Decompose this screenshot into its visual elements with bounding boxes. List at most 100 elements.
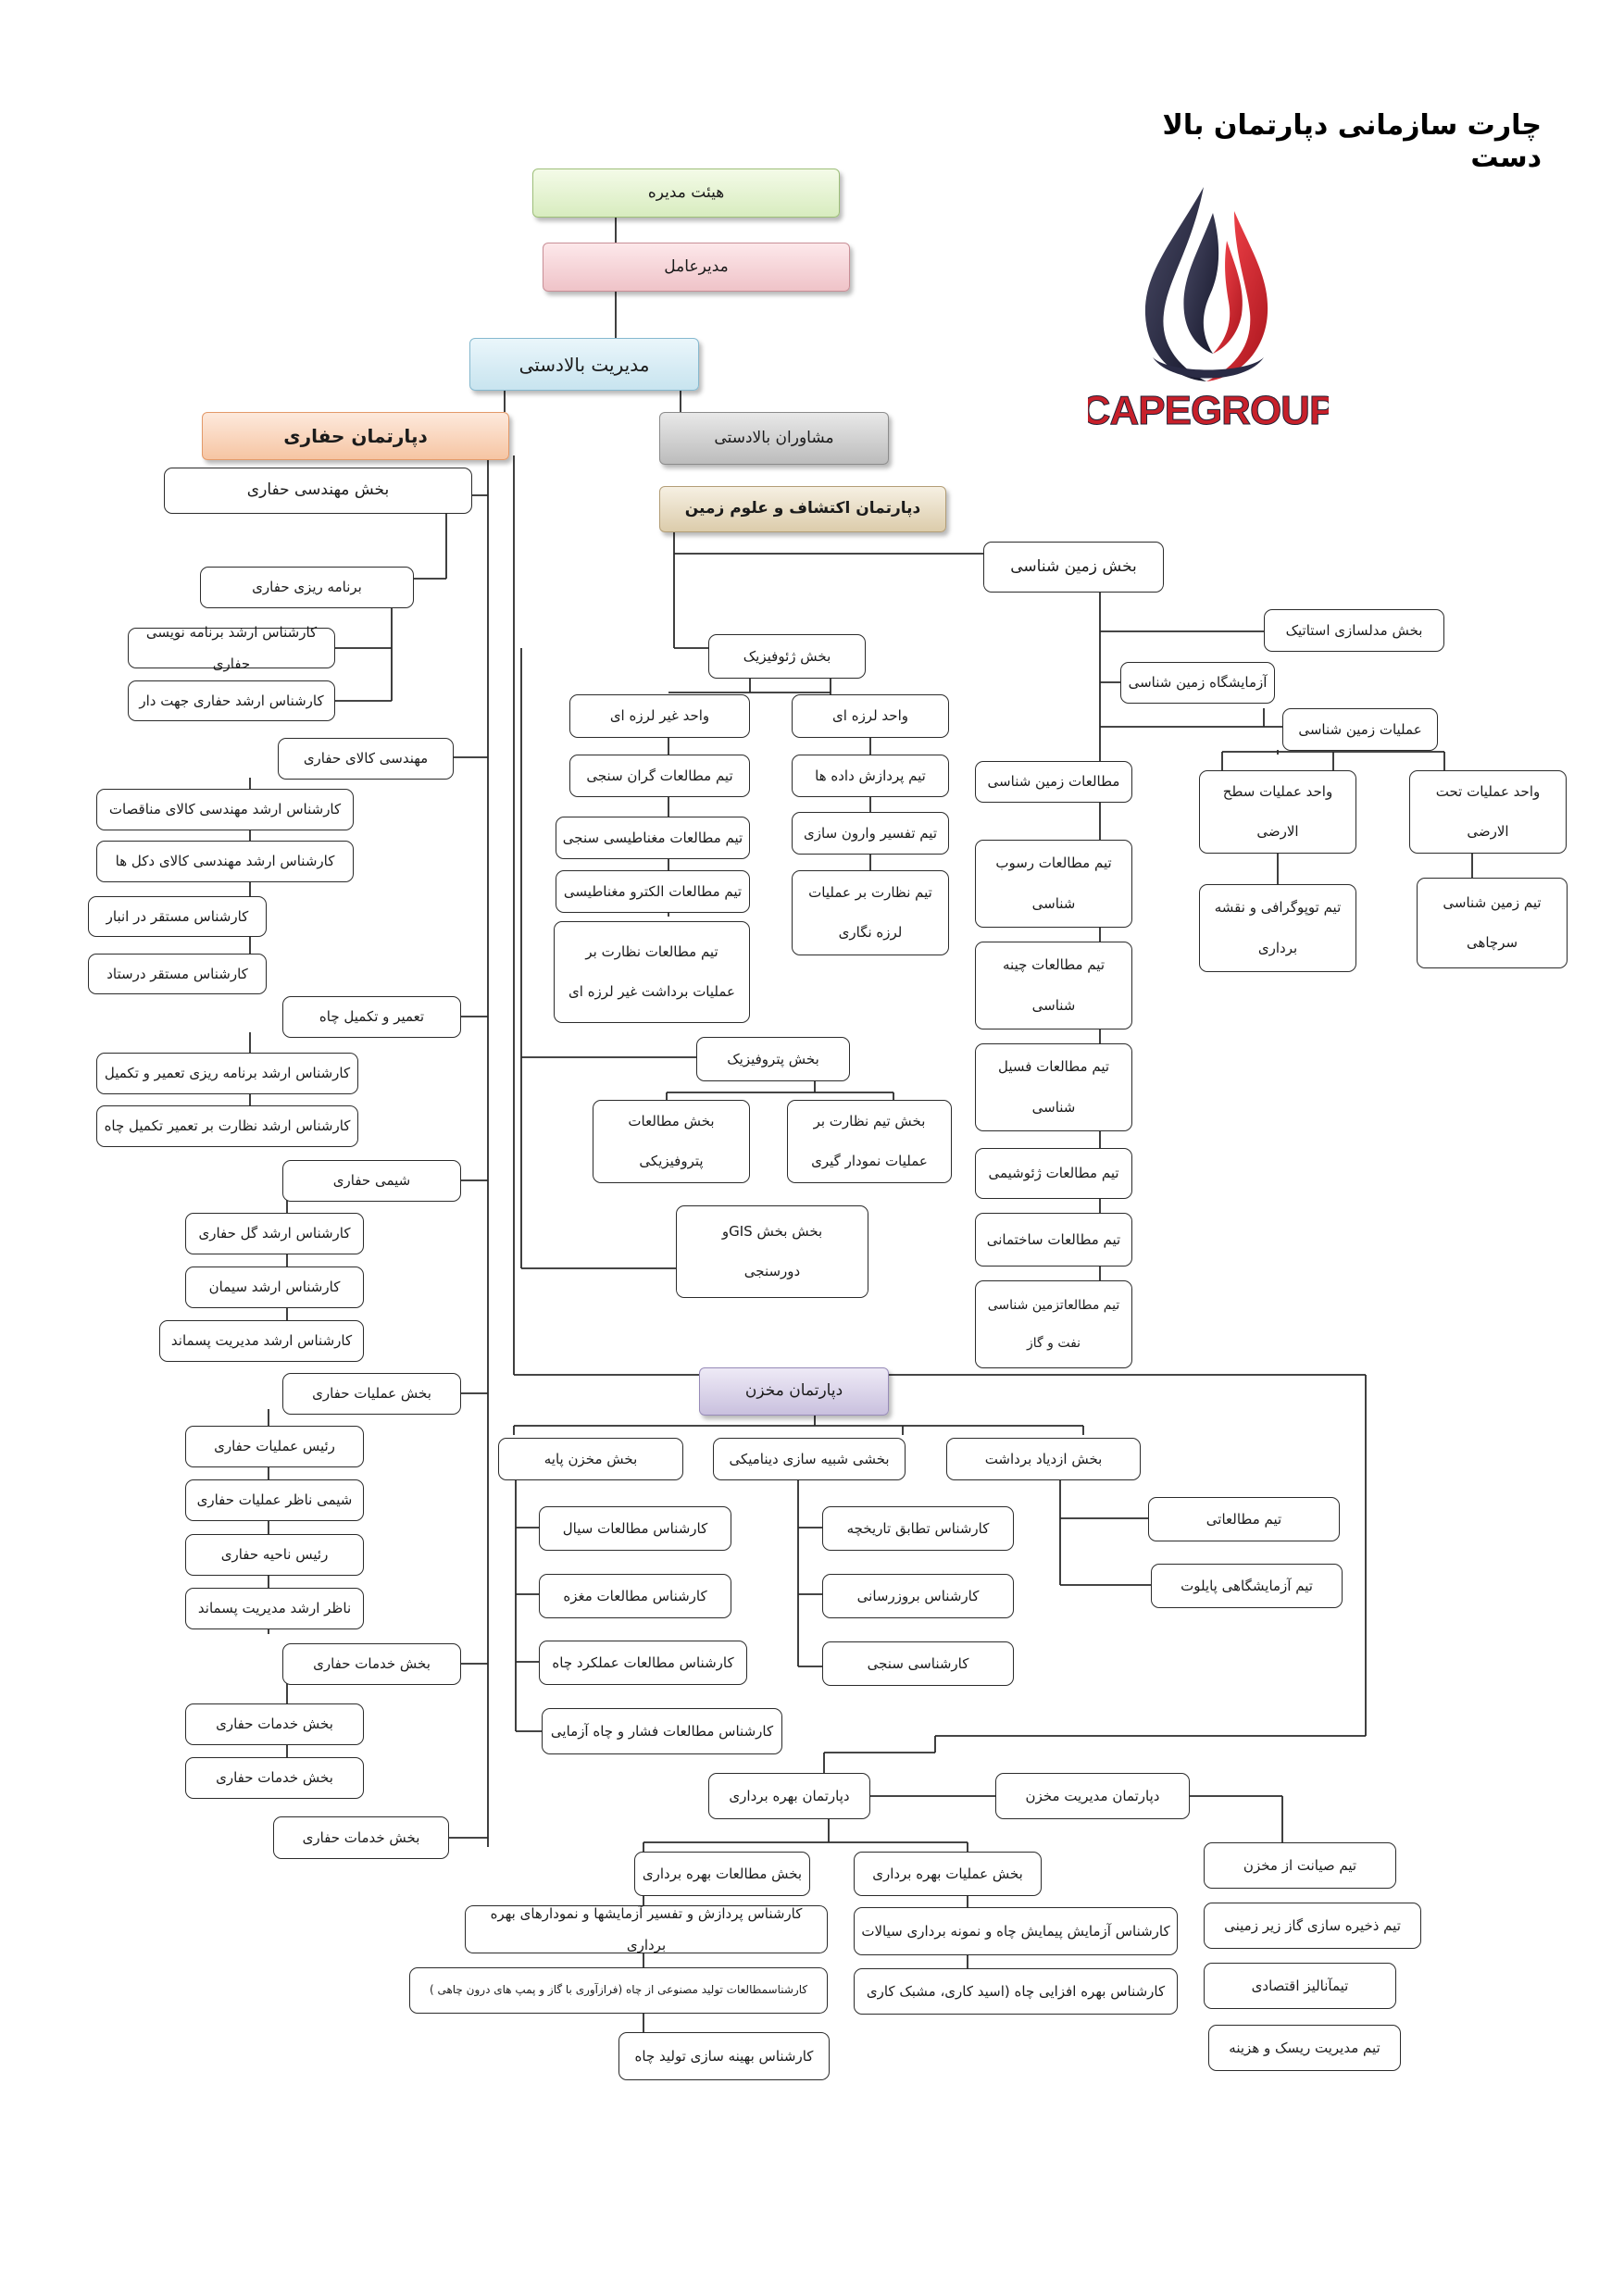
data-processing-team[interactable]: تیم پردازش داده ها bbox=[792, 755, 949, 797]
logo-text: CAPEGROUP bbox=[1088, 388, 1329, 433]
risk-cost-management-team[interactable]: تیم مدیریت ریسک و هزینه bbox=[1208, 2025, 1401, 2071]
petroleum-geology-line-1: تیم مطالعاتزمین شناسی bbox=[987, 1297, 1120, 1313]
fossil-studies-team[interactable]: تیم مطالعات فسیل شناسی bbox=[975, 1043, 1132, 1131]
drilling-services[interactable]: بخش خدمات حفاری bbox=[282, 1643, 461, 1685]
pilot-lab-team[interactable]: تیم آزمایشگاهی پایلوت bbox=[1151, 1564, 1343, 1608]
well-performance-expert[interactable]: کارشناس مطالعات عملکرد چاه bbox=[539, 1641, 747, 1685]
non-seismic-supervision-team[interactable]: تیم مطالعات نظارت بر عملیات برداشت غیر ل… bbox=[554, 921, 750, 1023]
well-survey-sampling-expert[interactable]: کارشناس آزمایش پیمایش چاه و نمونه برداری… bbox=[854, 1907, 1178, 1955]
geology-section[interactable]: بخش زمین شناسی bbox=[983, 542, 1164, 593]
gravity-studies-team[interactable]: تیم مطالعات گران سنجی bbox=[569, 755, 750, 797]
topography-mapping-team[interactable]: تیم توپوگرافی و نقشه برداری bbox=[1199, 884, 1356, 972]
well-stimulation-expert[interactable]: کارشناس بهره افزایی چاه (اسید کاری، مشبک… bbox=[854, 1968, 1178, 2015]
subsurface-operations-line-2: الارضی bbox=[1467, 823, 1509, 840]
subsurface-operations-unit[interactable]: واحد عملیات تحت الارضی bbox=[1409, 770, 1567, 854]
seismic-supervision-line-2: لرزه نگاری bbox=[838, 924, 903, 941]
artificial-lift-expert[interactable]: کارشناسمطالعات تولید مصنوعی از چاه (فراز… bbox=[409, 1967, 828, 2014]
petro-studies-line-2: پتروفیزیکی bbox=[639, 1153, 704, 1169]
production-optimization-expert[interactable]: کارشناس بهینه سازی تولید چاه bbox=[618, 2032, 830, 2080]
well-site-team-line-1: تیم زمین شناسی bbox=[1443, 893, 1542, 911]
warehouse-expert[interactable]: کارشناس مستقر در انبار bbox=[88, 896, 267, 937]
gis-line-1: بخش بخش GISو bbox=[721, 1222, 823, 1240]
base-reservoir-section[interactable]: بخش مخزن پایه bbox=[498, 1438, 683, 1480]
sedimentology-team[interactable]: تیم مطالعات رسوب شناسی bbox=[975, 840, 1132, 928]
electromagnetic-studies-team[interactable]: تیم مطالعات الکترو مغناطیسی bbox=[556, 870, 750, 913]
fossil-team-line-2: شناسی bbox=[1031, 1098, 1076, 1116]
topography-team-line-2: برداری bbox=[1257, 939, 1298, 956]
exploration-department[interactable]: دپارتمان اکتشاف و علوم زمین bbox=[659, 486, 946, 532]
production-operations-section[interactable]: بخش عملیات بهره برداری bbox=[854, 1852, 1042, 1896]
senior-workover-supervision[interactable]: کارشناس ارشد نظارت بر تعمیر تکمیل چاه bbox=[96, 1105, 358, 1147]
assessment-expert[interactable]: کارشناسی سنجی bbox=[822, 1641, 1014, 1686]
board-of-directors[interactable]: هیئت مدیره bbox=[532, 168, 840, 218]
upstream-advisors[interactable]: مشاوران بالادستی bbox=[659, 412, 889, 465]
geology-lab[interactable]: آزمایشگاه زمین شناسی bbox=[1120, 662, 1275, 704]
core-studies-expert[interactable]: کارشناس مطالعات مغزه bbox=[539, 1574, 731, 1618]
ceo[interactable]: مدیرعامل bbox=[543, 243, 850, 292]
enhanced-recovery-section[interactable]: بخش ازدیاد برداشت bbox=[946, 1438, 1141, 1480]
surface-operations-line-1: واحد عملیات سطح bbox=[1222, 782, 1333, 800]
well-site-geology-team[interactable]: تیم زمین شناسی سرچاهی bbox=[1417, 878, 1568, 968]
logging-supervision-team[interactable]: بخش تیم نظارت بر عملیات نمودار گیری bbox=[787, 1100, 952, 1183]
drilling-services-sub-2[interactable]: بخش خدمات حفاری bbox=[185, 1757, 364, 1799]
drilling-planning[interactable]: برنامه ریزی حفاری bbox=[200, 567, 414, 608]
senior-drilling-mud[interactable]: کارشناس ارشد گل حفاری bbox=[185, 1213, 364, 1254]
seismic-supervision-team[interactable]: تیم نظارت بر عملیات لرزه نگاری bbox=[792, 870, 949, 955]
reservoir-maintenance-team[interactable]: تیم صیانت از مخزن bbox=[1204, 1842, 1396, 1889]
drilling-area-head[interactable]: رئیس ناحیه حفاری bbox=[185, 1534, 364, 1576]
senior-drilling-program-writer[interactable]: کارشناس ارشد برنامه نویسی حفاری bbox=[128, 624, 335, 672]
senior-rig-goods-engineer[interactable]: کارشناس ارشد مهندسی کالای دکل ها bbox=[96, 841, 354, 882]
sediment-team-line-2: شناسی bbox=[1031, 894, 1076, 912]
static-modeling-section[interactable]: بخش مدلسازی استاتیک bbox=[1264, 609, 1444, 652]
non-seismic-unit[interactable]: واحد غیر لرزه ای bbox=[569, 694, 750, 738]
headquarters-expert[interactable]: کارشناس مستقر درستاد bbox=[88, 954, 267, 994]
reservoir-management-department[interactable]: دپارتمان مدیریت مخزن bbox=[995, 1773, 1190, 1819]
updating-expert[interactable]: کارشناس بروزرسانی bbox=[822, 1574, 1014, 1618]
well-workover[interactable]: تعمیر و تکمیل چاه bbox=[282, 996, 461, 1038]
history-matching-expert[interactable]: کارشناس تطابق تاریخچه bbox=[822, 1506, 1014, 1551]
geophysics-section[interactable]: بخش ژئوفیزیک bbox=[708, 634, 866, 679]
studies-team[interactable]: تیم مطالعاتی bbox=[1148, 1497, 1340, 1541]
senior-waste-supervisor[interactable]: ناظر ارشد مدیریت پسماند bbox=[185, 1588, 364, 1629]
magnetic-studies-team[interactable]: تیم مطالعات مغناطیسی سنجی bbox=[556, 817, 750, 859]
drilling-department[interactable]: دپارتمان حفاری bbox=[202, 412, 509, 460]
drilling-chemistry[interactable]: شیمی حفاری bbox=[282, 1160, 461, 1202]
production-department[interactable]: دپارتمان بهره برداری bbox=[708, 1773, 870, 1819]
senior-waste-management[interactable]: کارشناس ارشد مدیریت پسماند bbox=[159, 1320, 364, 1362]
capegroup-logo: CAPEGROUP bbox=[1088, 187, 1329, 434]
test-processing-expert[interactable]: کارشناس پردازش و تفسیر آزمایشها و نمودار… bbox=[465, 1905, 828, 1953]
seismic-unit[interactable]: واحد لرزه ای bbox=[792, 694, 949, 738]
reservoir-department[interactable]: دپارتمان مخزن bbox=[699, 1367, 889, 1416]
fossil-team-line-1: تیم مطالعات فسیل bbox=[997, 1058, 1110, 1075]
underground-gas-storage-team[interactable]: تیم ذخیره سازی گاز زیر زمینی bbox=[1204, 1903, 1421, 1949]
drilling-operations-chemistry-supervisor[interactable]: شیمی ناظر عملیات حفاری bbox=[185, 1479, 364, 1521]
drilling-services-sub-1[interactable]: بخش خدمات حفاری bbox=[185, 1703, 364, 1745]
economic-analysis-team[interactable]: تیمآنالیز اقتصادی bbox=[1204, 1963, 1396, 2009]
stratigraphy-team[interactable]: تیم مطالعات چینه شناسی bbox=[975, 942, 1132, 1029]
drilling-goods-engineering[interactable]: مهندسی کالای حفاری bbox=[278, 738, 454, 780]
pressure-testing-expert[interactable]: کارشناس مطالعات فشار و چاه آزمایی bbox=[542, 1708, 782, 1754]
production-studies-section[interactable]: بخش مطالعات بهره برداری bbox=[634, 1852, 810, 1896]
senior-workover-planning[interactable]: کارشناس ارشد برنامه ریزی تعمیر و تکمیل bbox=[96, 1053, 358, 1094]
drilling-operations[interactable]: بخش عملیات حفاری bbox=[282, 1373, 461, 1415]
fluid-studies-expert[interactable]: کارشناس مطالعات سیال bbox=[539, 1506, 731, 1551]
petrophysical-studies[interactable]: بخش مطالعات پتروفیزیکی bbox=[593, 1100, 750, 1183]
drilling-services-bottom[interactable]: بخش خدمات حفاری bbox=[273, 1816, 449, 1859]
dynamic-simulation-section[interactable]: بخشی شبیه سازی دینامیکی bbox=[713, 1438, 906, 1480]
petroleum-geology-team[interactable]: تیم مطالعاتزمین شناسی نفت و گاز bbox=[975, 1280, 1132, 1368]
senior-directional-drilling[interactable]: کارشناس ارشد حفاری جهت دار bbox=[128, 680, 335, 721]
petrophysics-section[interactable]: بخش پتروفیزیک bbox=[696, 1037, 850, 1081]
structural-studies-team[interactable]: تیم مطالعات ساختمانی bbox=[975, 1213, 1132, 1267]
geochemistry-team[interactable]: تیم مطالعات ژئوشیمی bbox=[975, 1148, 1132, 1199]
drilling-operations-head[interactable]: رئیس عملیات حفاری bbox=[185, 1426, 364, 1467]
surface-operations-unit[interactable]: واحد عملیات سطح الارضی bbox=[1199, 770, 1356, 854]
senior-tender-goods-engineer[interactable]: کارشناس ارشد مهندسی کالای مناقصات bbox=[96, 789, 354, 830]
inversion-interpretation-team[interactable]: تیم تفسیر وارون سازی bbox=[792, 812, 949, 855]
gis-remote-sensing-section[interactable]: بخش بخش GISو دورسنجی bbox=[676, 1205, 868, 1298]
geology-operations[interactable]: عملیات زمین شناسی bbox=[1282, 708, 1438, 751]
senior-cement[interactable]: کارشناس ارشد سیمان bbox=[185, 1267, 364, 1308]
drilling-engineering[interactable]: بخش مهندسی حفاری bbox=[164, 468, 472, 514]
geology-studies[interactable]: مطالعات زمین شناسی bbox=[975, 761, 1132, 803]
upstream-management[interactable]: مدیریت بالادستی bbox=[469, 338, 699, 391]
